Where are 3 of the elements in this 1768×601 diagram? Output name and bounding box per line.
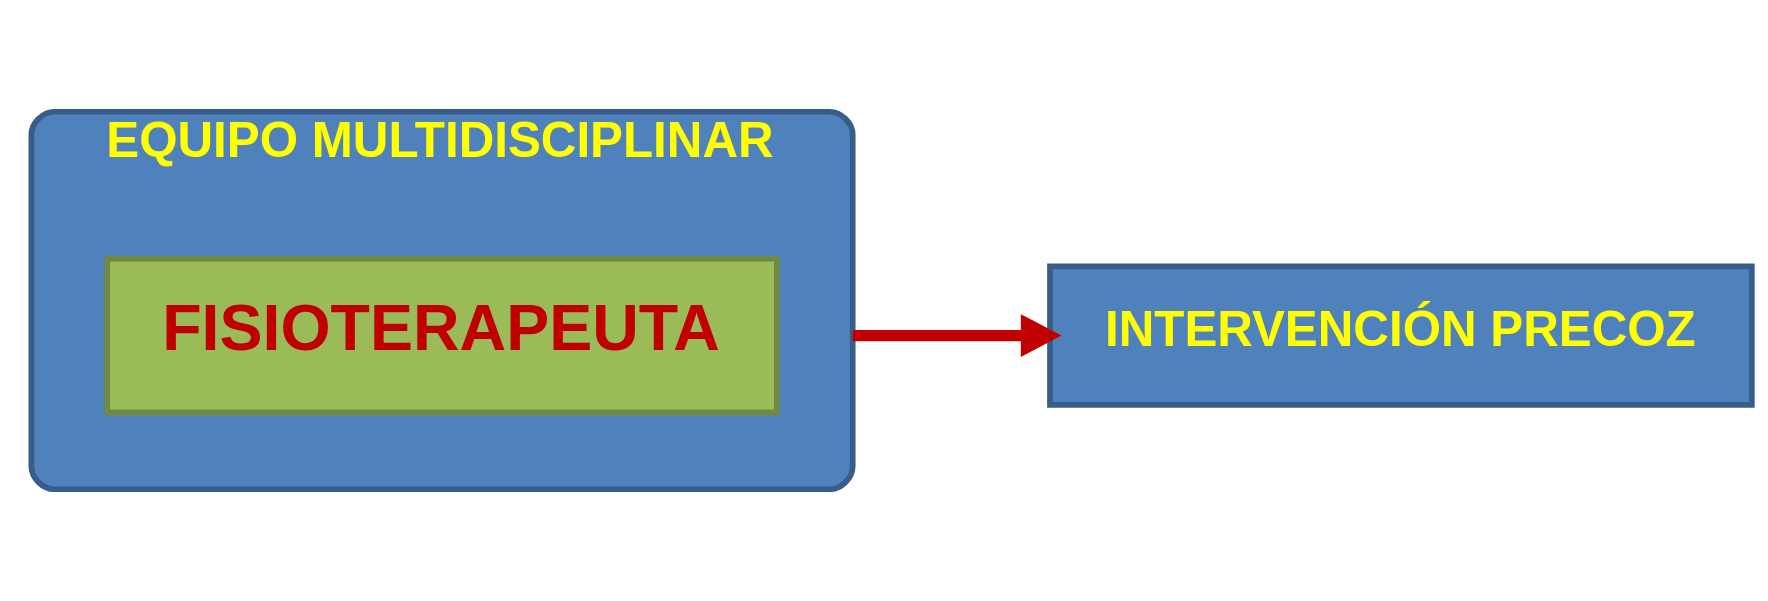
node-box: FISIOTERAPEUTA	[104, 255, 780, 416]
node-box: INTERVENCIÓN PRECOZ	[1047, 263, 1755, 408]
arrow	[852, 314, 1062, 357]
